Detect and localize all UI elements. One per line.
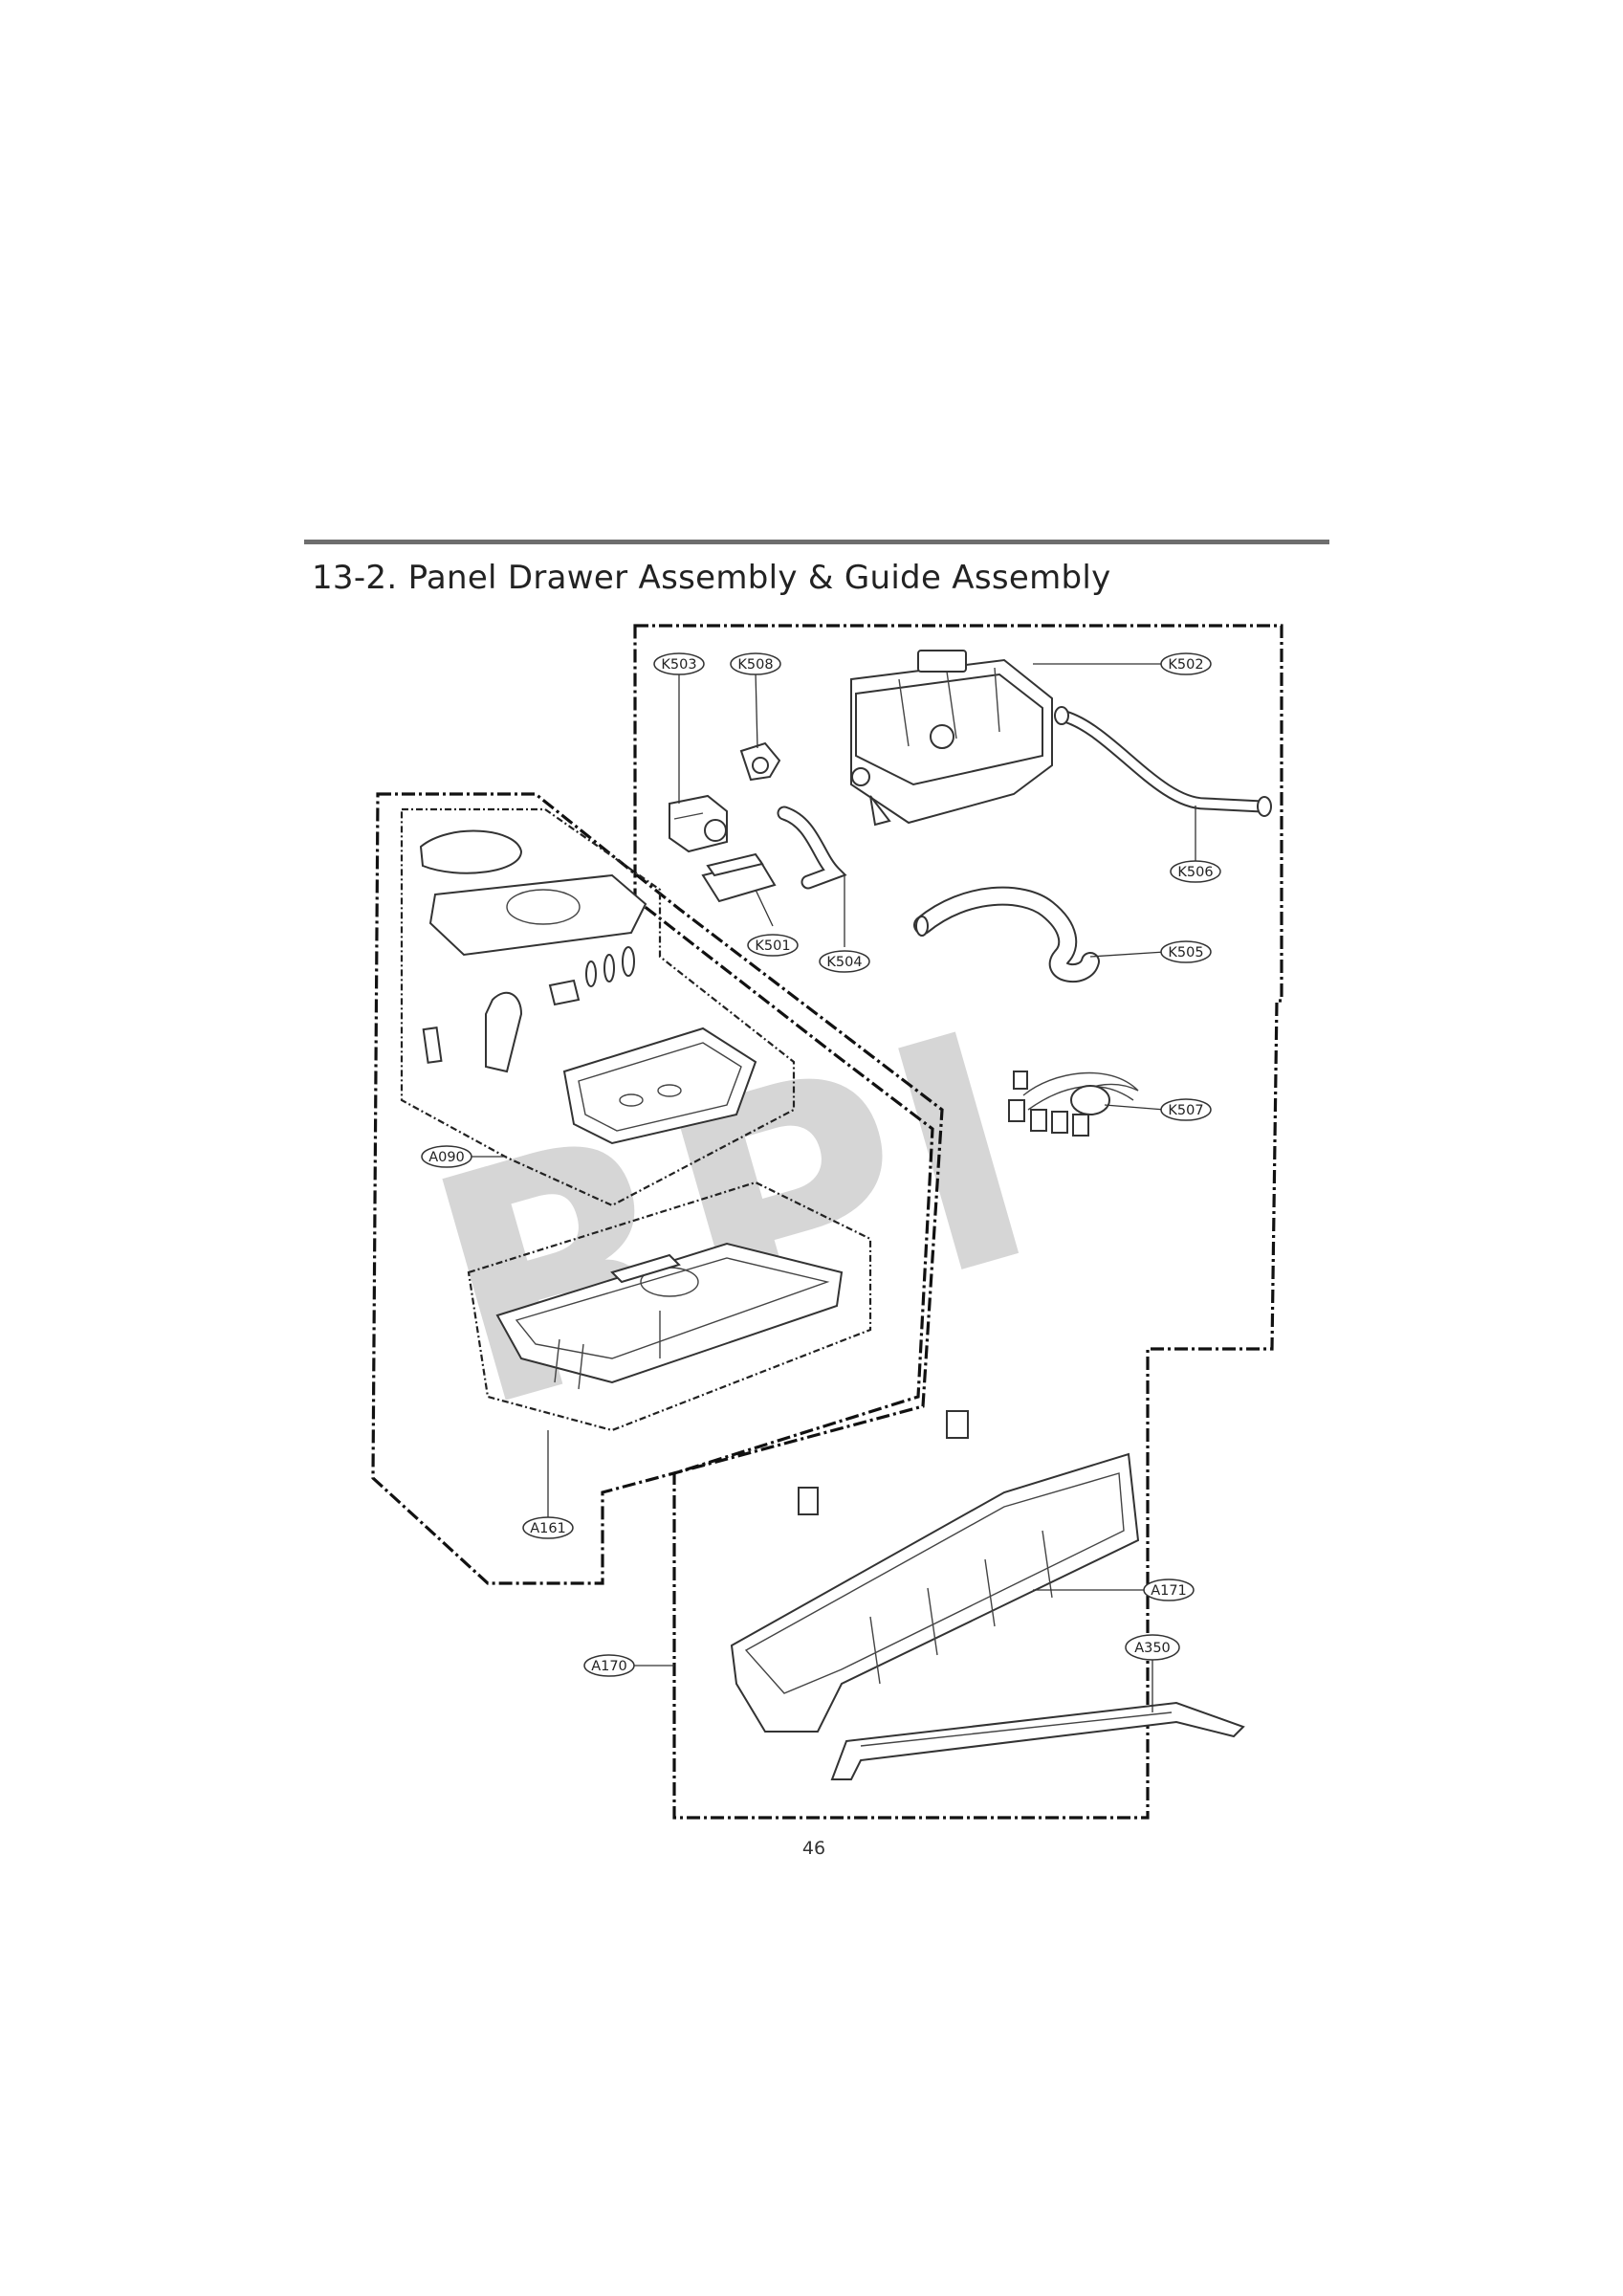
part-a161-tray bbox=[495, 1242, 844, 1390]
section-divider bbox=[304, 540, 1329, 544]
svg-text:A350: A350 bbox=[1134, 1641, 1171, 1656]
leader-k505 bbox=[1089, 951, 1166, 958]
leader-k507 bbox=[1104, 1104, 1166, 1111]
callout-a170: A170 bbox=[583, 1654, 635, 1677]
part-k502-housing bbox=[850, 650, 1053, 827]
svg-text:K506: K506 bbox=[1177, 865, 1213, 880]
callout-k502: K502 bbox=[1160, 652, 1212, 675]
part-k501-bracket bbox=[701, 852, 777, 903]
callout-a350: A350 bbox=[1125, 1634, 1180, 1661]
svg-text:K502: K502 bbox=[1168, 657, 1203, 673]
callout-k504: K504 bbox=[819, 950, 870, 973]
section-title: 13-2. Panel Drawer Assembly & Guide Asse… bbox=[312, 559, 1111, 597]
part-k506-hose bbox=[1054, 706, 1272, 817]
part-k505-hose bbox=[913, 886, 1100, 983]
callout-k506: K506 bbox=[1170, 860, 1221, 883]
svg-text:K504: K504 bbox=[826, 955, 862, 970]
callout-a161: A161 bbox=[522, 1516, 574, 1539]
callout-k507: K507 bbox=[1160, 1098, 1212, 1121]
boundary-drawer-assembly bbox=[371, 792, 944, 1585]
callout-k501: K501 bbox=[747, 934, 799, 957]
callout-a171: A171 bbox=[1143, 1578, 1195, 1601]
part-k507-harness bbox=[1008, 1071, 1139, 1137]
part-k503-valve bbox=[669, 794, 728, 853]
boundary-a090-group bbox=[400, 807, 796, 1207]
boundary-a161-group bbox=[467, 1181, 872, 1432]
part-a090-drawer-parts bbox=[419, 829, 757, 1145]
svg-text:A161: A161 bbox=[530, 1521, 566, 1536]
part-a171-guide bbox=[730, 1410, 1140, 1733]
callout-k508: K508 bbox=[730, 652, 781, 675]
part-k508-clip bbox=[739, 741, 781, 782]
svg-text:K501: K501 bbox=[755, 938, 790, 954]
callout-a090: A090 bbox=[421, 1145, 472, 1168]
leader-k501 bbox=[755, 889, 774, 927]
boundary-dispenser-group bbox=[633, 624, 1283, 1820]
svg-text:A171: A171 bbox=[1151, 1583, 1187, 1599]
svg-text:K507: K507 bbox=[1168, 1103, 1203, 1118]
svg-text:A170: A170 bbox=[591, 1659, 627, 1674]
part-k504-elbow bbox=[777, 806, 847, 890]
page-number: 46 bbox=[801, 1838, 826, 1859]
callout-k505: K505 bbox=[1160, 940, 1212, 963]
svg-text:K508: K508 bbox=[737, 657, 773, 673]
svg-text:K505: K505 bbox=[1168, 945, 1203, 960]
part-a350-rail bbox=[830, 1701, 1245, 1780]
callout-k503: K503 bbox=[653, 652, 705, 675]
leader-k508 bbox=[755, 671, 758, 749]
svg-text:A090: A090 bbox=[428, 1150, 465, 1165]
svg-text:K503: K503 bbox=[661, 657, 696, 673]
